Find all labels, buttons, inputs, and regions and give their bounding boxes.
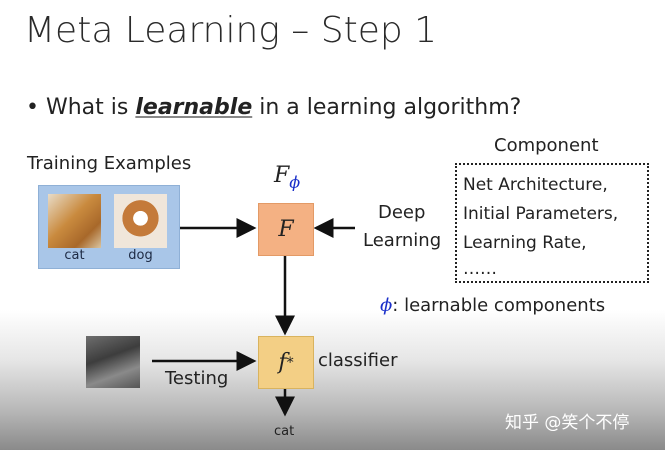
test-cat-image <box>86 336 140 388</box>
cat-label: cat <box>64 248 85 263</box>
testing-label: Testing <box>165 368 229 389</box>
bullet-emphasis: learnable <box>135 95 253 120</box>
component-item: Initial Parameters, <box>463 204 619 224</box>
classifier-label: classifier <box>318 350 398 371</box>
learning-algorithm-box: F <box>258 203 314 256</box>
component-box: Net Architecture, Initial Parameters, Le… <box>455 163 649 283</box>
f-phi-label: Fϕ <box>274 163 300 191</box>
slide-title: Meta Learning – Step 1 <box>24 10 438 51</box>
bullet-suffix: in a learning algorithm? <box>252 95 522 120</box>
cat-image <box>48 194 101 248</box>
f-label-main: F <box>274 163 290 188</box>
component-item: …… <box>463 259 497 279</box>
f-label-sub: ϕ <box>289 172 301 192</box>
classifier-box: f* <box>258 336 314 389</box>
training-examples-label: Training Examples <box>27 153 192 174</box>
deep-label: Deep <box>378 202 426 223</box>
component-item: Learning Rate, <box>463 233 587 253</box>
phi-note: ϕ: learnable components <box>380 295 605 316</box>
bullet-question: • What is learnable in a learning algori… <box>26 95 522 120</box>
dog-image <box>114 194 167 248</box>
classifier-symbol: f <box>278 350 287 375</box>
watermark: 知乎 @笑个不停 <box>505 413 630 433</box>
learning-label: Learning <box>363 230 442 251</box>
phi-note-text: : learnable components <box>392 295 606 316</box>
phi-symbol: ϕ <box>380 295 393 316</box>
dog-label: dog <box>128 248 153 263</box>
classifier-sup: * <box>286 354 294 371</box>
bullet-prefix: What is <box>45 95 136 120</box>
output-label: cat <box>274 424 295 439</box>
training-examples-box: cat dog <box>38 185 180 269</box>
component-heading: Component <box>494 135 599 156</box>
component-item: Net Architecture, <box>463 175 608 195</box>
